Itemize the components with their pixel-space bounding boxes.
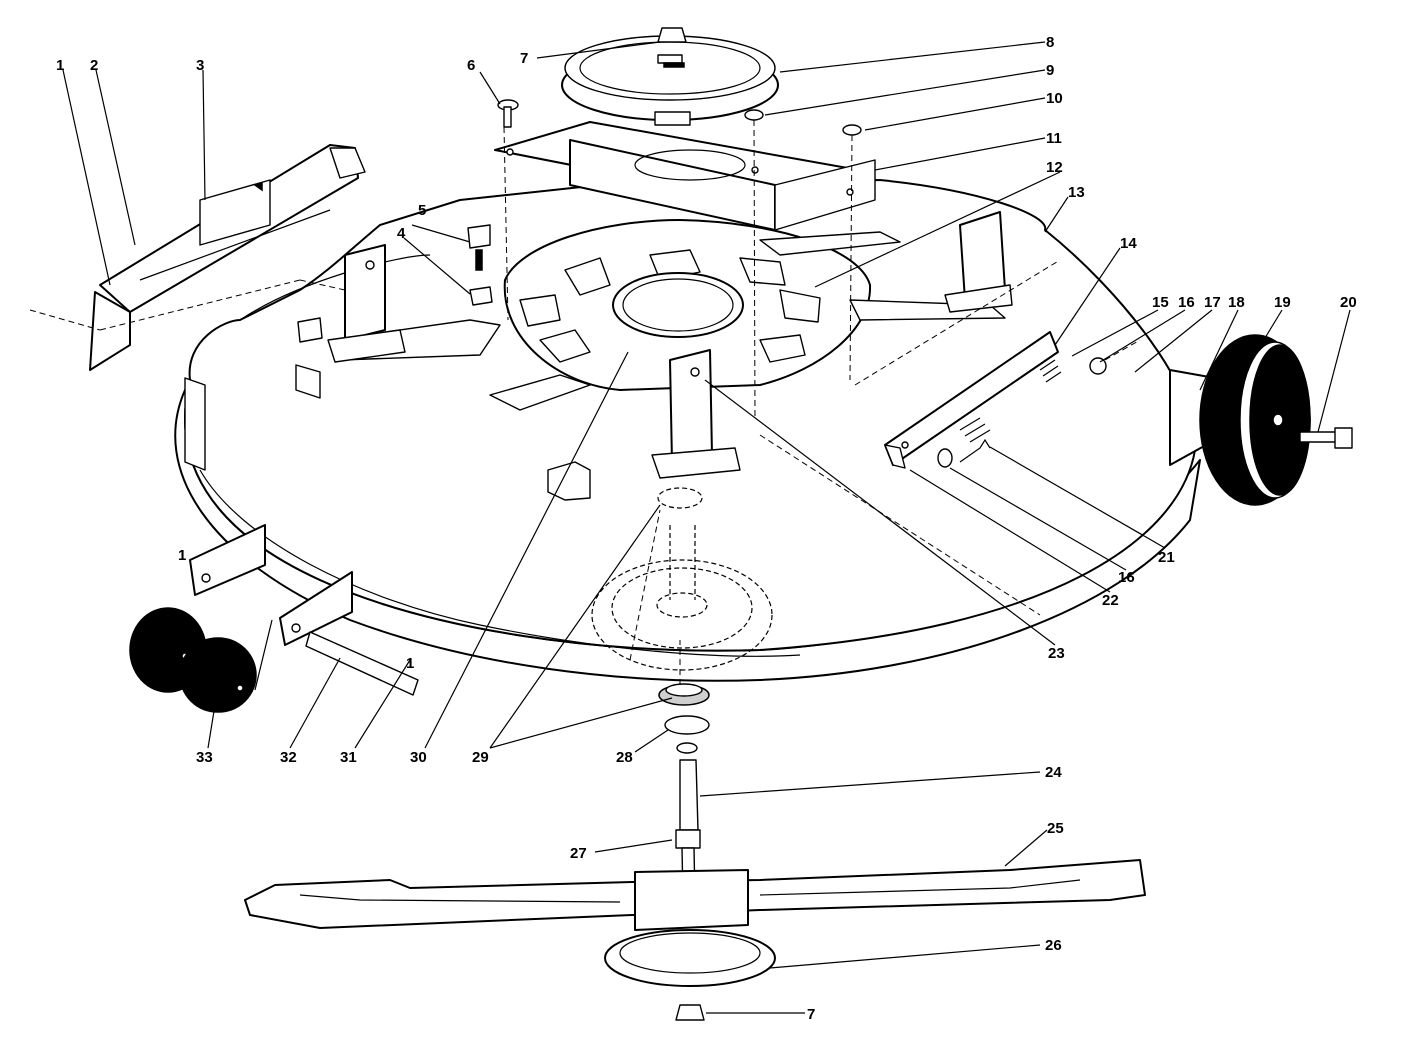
callout-29: 29: [472, 749, 489, 766]
front-axle: [305, 631, 419, 696]
front-wheel-bracket-left: [189, 524, 266, 596]
callout-19: 19: [1274, 294, 1291, 311]
nut-4: [469, 286, 493, 306]
discharge-chute: [89, 144, 366, 371]
blade-nut: [675, 1004, 705, 1021]
blade-retainer-cup: [604, 929, 776, 987]
spindle-housing-hidden: [591, 487, 773, 671]
callout-25: 25: [1047, 820, 1064, 837]
blade-adapter: [634, 869, 749, 931]
spindle-mounting-plate: [494, 121, 876, 231]
callout-26: 26: [1045, 937, 1062, 954]
front-wheel-right: [179, 637, 257, 713]
callout-23: 23: [1048, 645, 1065, 662]
callout-30: 30: [410, 749, 427, 766]
wheel-bolt: [1299, 427, 1353, 449]
callout-3: 3: [196, 57, 204, 74]
height-adjuster-bar: [884, 331, 1062, 469]
callout-16b: 16: [1118, 569, 1135, 586]
mount-bracket-center: [651, 349, 741, 479]
callout-1: 1: [56, 57, 64, 74]
mount-bracket-right: [944, 211, 1013, 313]
callout-33: 33: [196, 749, 213, 766]
washer-28: [664, 715, 710, 754]
rear-wheel: [1199, 334, 1311, 506]
callout-18: 18: [1228, 294, 1245, 311]
blade-drive-frame: [329, 219, 1006, 411]
callout-16: 16: [1178, 294, 1195, 311]
assembly-dashed-lines: [29, 119, 1141, 685]
callout-10: 10: [1046, 90, 1063, 107]
deck-clip-center: [547, 461, 591, 501]
callout-22: 22: [1102, 592, 1119, 609]
washer-16b: [937, 448, 953, 468]
callout-20: 20: [1340, 294, 1357, 311]
callout-7: 7: [520, 50, 528, 67]
callout-13: 13: [1068, 184, 1085, 201]
drive-pulley: [561, 27, 779, 126]
callout-28: 28: [616, 749, 633, 766]
callout-11: 11: [1046, 130, 1062, 147]
mount-bracket-left: [327, 244, 406, 363]
callout-14: 14: [1120, 235, 1137, 252]
callout-5: 5: [418, 202, 426, 219]
callout-31: 31: [340, 749, 357, 766]
callout-7b: 7: [807, 1006, 815, 1023]
callout-1c: 1: [406, 655, 414, 672]
hair-pin-21: [959, 438, 991, 463]
deck-clip-left: [295, 364, 321, 399]
spindle-opening: [612, 272, 744, 338]
callout-9: 9: [1046, 62, 1054, 79]
callout-24: 24: [1045, 764, 1062, 781]
callout-labels: 1 2 3 4 5 6 7 8 9 10 11 12 13 14 15 16 1…: [56, 34, 1357, 1023]
callout-15: 15: [1152, 294, 1169, 311]
callout-4: 4: [397, 225, 406, 242]
callout-17: 17: [1204, 294, 1221, 311]
callout-12: 12: [1046, 159, 1063, 176]
washer-16a: [1089, 357, 1107, 375]
callout-21: 21: [1158, 549, 1175, 566]
callout-32: 32: [280, 749, 297, 766]
lock-nut-9: [744, 109, 764, 121]
lock-nut-10: [842, 124, 862, 136]
carriage-bolt: [497, 99, 519, 128]
callout-27: 27: [570, 845, 587, 862]
front-wheel-bracket-right: [279, 571, 353, 646]
callout-1b: 1: [178, 547, 186, 564]
spacer-left: [297, 317, 323, 343]
bearing-29: [658, 683, 710, 706]
callout-8: 8: [1046, 34, 1054, 51]
callout-2: 2: [90, 57, 98, 74]
callout-6: 6: [467, 57, 475, 74]
